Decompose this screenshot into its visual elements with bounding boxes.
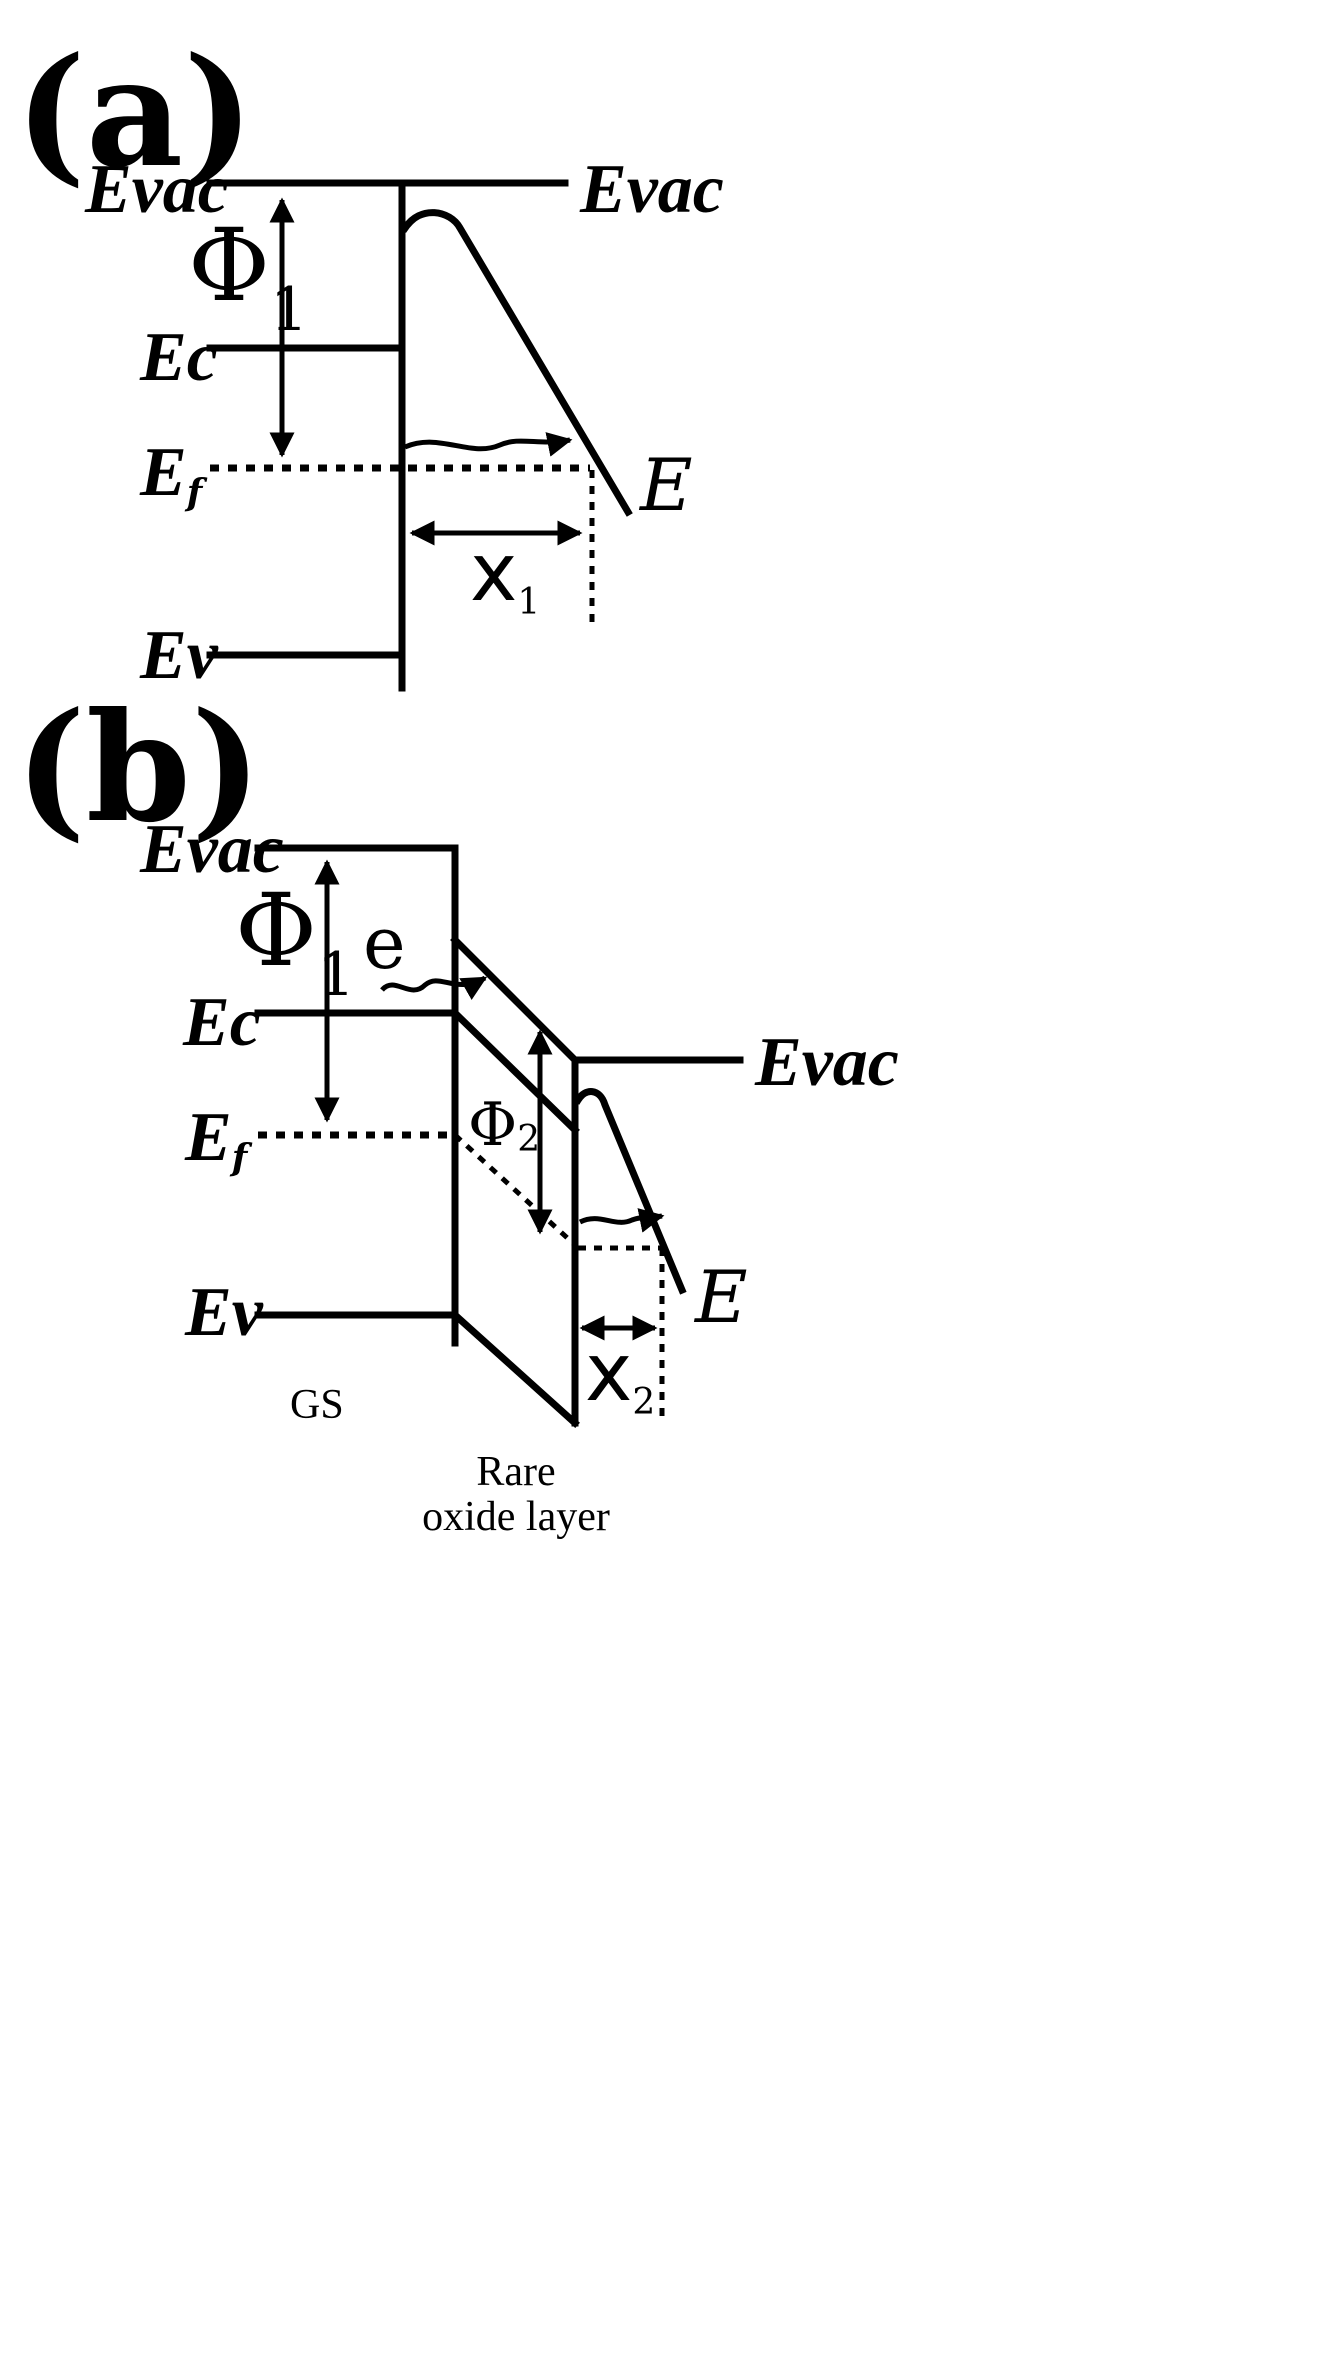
panel-a-evac-right-label: Evac bbox=[579, 151, 724, 228]
panel-a-barrier-curve bbox=[400, 209, 633, 517]
panel-a-tunnel-arrow bbox=[404, 432, 573, 457]
panel-b-ec-label: Ec bbox=[182, 984, 261, 1061]
panel-b-width-label: x2 bbox=[585, 1326, 655, 1423]
panel-b-phi2-label: Φ2 bbox=[468, 1090, 540, 1160]
panel-b-evac-right-label: Evac bbox=[754, 1024, 899, 1101]
panel-b-oxide-vb bbox=[450, 1310, 580, 1428]
panel-a-label: (a) bbox=[15, 25, 254, 201]
panel-a-ef-label: Ef bbox=[139, 434, 208, 514]
panel-b-barrier-curve bbox=[573, 1088, 687, 1295]
panel-b-oxide-label-line1: Rare bbox=[476, 1449, 555, 1495]
panel-b-oxide-label-line2: oxide layer bbox=[422, 1494, 610, 1540]
panel-a-evac-left-label: Evac bbox=[84, 151, 229, 228]
panel-b-ev-label: Ev bbox=[184, 1274, 264, 1351]
panel-b-electron-arrow bbox=[380, 975, 488, 1000]
panel-a-ec-label: Ec bbox=[139, 319, 218, 396]
panel-a-phi-label: Φ1 bbox=[188, 207, 308, 345]
panel-b: (b) Evac Evac Ec Ef Ev Φ1 e Φ2 E bbox=[15, 680, 899, 1540]
panel-b-oxide-cb-top bbox=[450, 935, 580, 1065]
panel-a: (a) Evac Evac Ec Ef Ev Φ1 E x1 bbox=[15, 25, 724, 694]
panel-b-ef-label: Ef bbox=[184, 1099, 253, 1179]
panel-b-electron-label: e bbox=[363, 901, 406, 985]
panel-b-phi1-label: Φ1 bbox=[235, 872, 355, 1010]
panel-b-field-label: E bbox=[693, 1255, 748, 1339]
panel-a-field-label: E bbox=[638, 443, 693, 527]
panel-b-oxide-ef bbox=[453, 1133, 577, 1247]
panel-b-oxide-cb bbox=[450, 1008, 580, 1135]
panel-b-tunnel-arrow bbox=[578, 1208, 665, 1233]
panel-a-ev-label: Ev bbox=[139, 617, 219, 694]
panel-b-label: (b) bbox=[15, 680, 262, 856]
panel-b-gs-label: GS bbox=[290, 1382, 344, 1428]
panel-a-width-label: x1 bbox=[470, 526, 540, 623]
